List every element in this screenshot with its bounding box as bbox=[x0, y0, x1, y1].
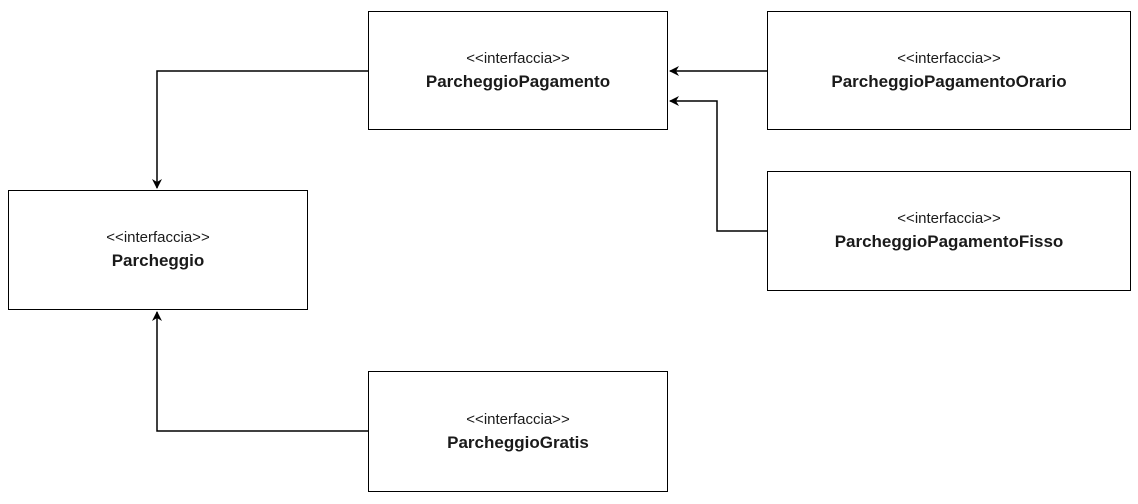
stereotype-label: <<interfaccia>> bbox=[106, 229, 210, 246]
stereotype-label: <<interfaccia>> bbox=[897, 49, 1001, 67]
interface-name: ParcheggioGratis bbox=[447, 432, 589, 452]
interface-name: ParcheggioPagamentoFisso bbox=[834, 232, 1064, 251]
edge-gratis-to-parcheggio bbox=[152, 311, 368, 432]
edge-pagamento-to-parcheggio bbox=[152, 70, 368, 189]
edge-fisso-to-pagamento bbox=[669, 96, 767, 232]
interface-name: ParcheggioPagamento bbox=[425, 71, 611, 91]
node-parcheggio-gratis[interactable]: <<interfaccia>> ParcheggioGratis bbox=[368, 371, 668, 492]
node-parcheggio-pagamento[interactable]: <<interfaccia>> ParcheggioPagamento bbox=[368, 11, 668, 130]
stereotype-label: <<interfaccia>> bbox=[466, 49, 570, 67]
node-parcheggio-pagamento-orario[interactable]: <<interfaccia>> ParcheggioPagamentoOrari… bbox=[767, 11, 1131, 130]
interface-name: ParcheggioPagamentoOrario bbox=[831, 71, 1067, 91]
node-parcheggio-pagamento-fisso[interactable]: <<interfaccia>> ParcheggioPagamentoFisso bbox=[767, 171, 1131, 291]
stereotype-label: <<interfaccia>> bbox=[466, 410, 570, 428]
stereotype-label: <<interfaccia>> bbox=[897, 210, 1001, 227]
interface-name: Parcheggio bbox=[111, 251, 205, 270]
node-parcheggio[interactable]: <<interfaccia>> Parcheggio bbox=[8, 190, 308, 310]
